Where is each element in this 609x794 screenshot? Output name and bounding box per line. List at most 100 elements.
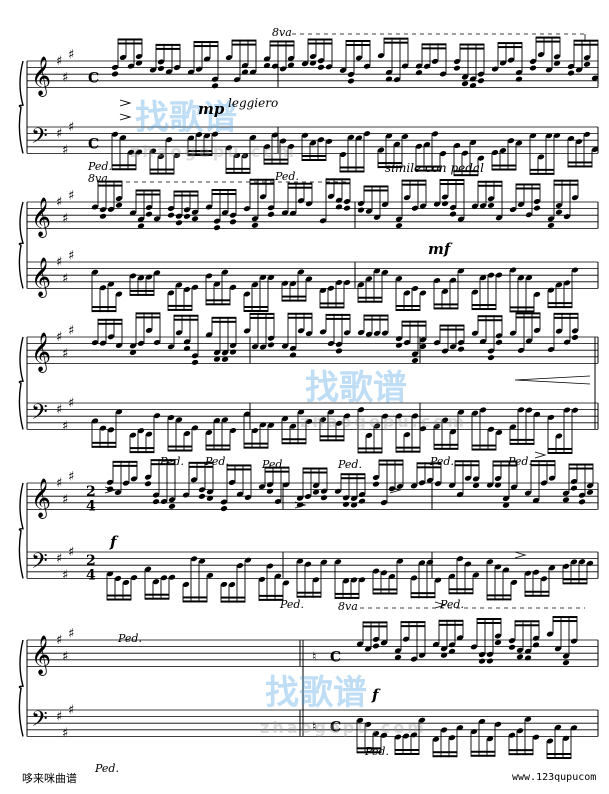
note-head [249,134,257,140]
note-head [456,725,464,731]
note-head [410,575,418,581]
note-head [439,71,447,77]
beam [416,169,440,172]
note-head [129,273,137,279]
note-head [591,75,599,81]
beam [477,621,501,624]
key-sharp-icon: ♯ [62,568,68,583]
note-head [259,274,267,280]
note-head [487,202,495,208]
beam [320,302,344,305]
note-head [342,495,350,501]
note-head [575,67,583,73]
note-head [517,347,525,353]
note-head [562,563,570,569]
note-head [304,493,312,499]
beam [113,464,137,467]
note-head [448,482,456,488]
note-head [570,725,578,731]
note-head [289,281,297,287]
note-head [358,577,366,583]
note-head [267,274,275,280]
beam [417,466,441,469]
note-head [547,216,555,222]
note-head [423,63,431,69]
note-head [411,357,419,364]
note-head [441,288,449,294]
key-sharp-icon: ♯ [62,419,68,434]
beam [440,182,464,185]
note-head [470,729,478,735]
beam [574,39,598,42]
note-head [567,70,575,76]
note-head [289,352,297,358]
footer-url[interactable]: www.123qupucom [512,772,597,783]
note-head [403,432,411,438]
note-head [471,410,479,416]
note-head [457,216,465,222]
beam [340,170,364,173]
note-head [515,140,523,146]
note-head [99,213,107,219]
beam [472,304,496,307]
key-sharp-icon: ♯ [68,248,74,263]
note-head [119,135,127,141]
note-head [508,732,516,738]
note-head [267,211,275,217]
note-head [553,54,561,60]
note-head [547,222,555,228]
beam [346,39,370,42]
beam [130,289,154,292]
note-head [380,640,388,646]
note-head [423,142,431,148]
note-head [203,133,211,139]
note-head [229,427,237,433]
note-head [343,205,351,211]
note-head [495,339,503,345]
note-head [119,54,127,60]
note-head [145,431,153,437]
note-head [583,55,591,61]
note-head [320,488,328,494]
note-head [229,219,237,225]
note-head [472,572,480,578]
key-sharp-icon: ♯ [68,120,74,135]
beam [373,592,397,595]
note-head [508,638,516,644]
beam [472,448,496,451]
note-head [571,195,579,201]
note-head [515,69,523,76]
key-sharp-icon: ♯ [56,54,62,69]
note-head [388,573,396,579]
note-head [401,133,409,140]
beam [379,463,403,466]
note-head [486,559,494,565]
note-head [537,52,545,58]
beam [510,438,534,441]
note-head [395,413,403,419]
pedal-mark: Ped. [160,455,184,468]
note-head [516,647,524,653]
beam [440,178,464,181]
beam [395,752,419,755]
beam [434,443,458,446]
beam [536,40,560,43]
note-head [135,60,143,66]
time-signature-numerator: 2 [86,553,96,569]
note-head [553,132,561,138]
key-sharp-icon: ♯ [68,396,74,411]
beam [433,755,457,758]
note-head [419,343,427,349]
note-head [415,143,423,149]
note-head [221,269,229,275]
note-head [312,489,320,495]
key-sharp-icon: ♯ [62,493,68,508]
beam [531,464,555,467]
note-head [167,206,175,212]
note-head [183,207,191,213]
time-signature-common: C [88,71,99,87]
note-head [393,77,401,83]
note-head [533,205,541,211]
note-head [441,417,449,423]
note-head [491,66,499,72]
